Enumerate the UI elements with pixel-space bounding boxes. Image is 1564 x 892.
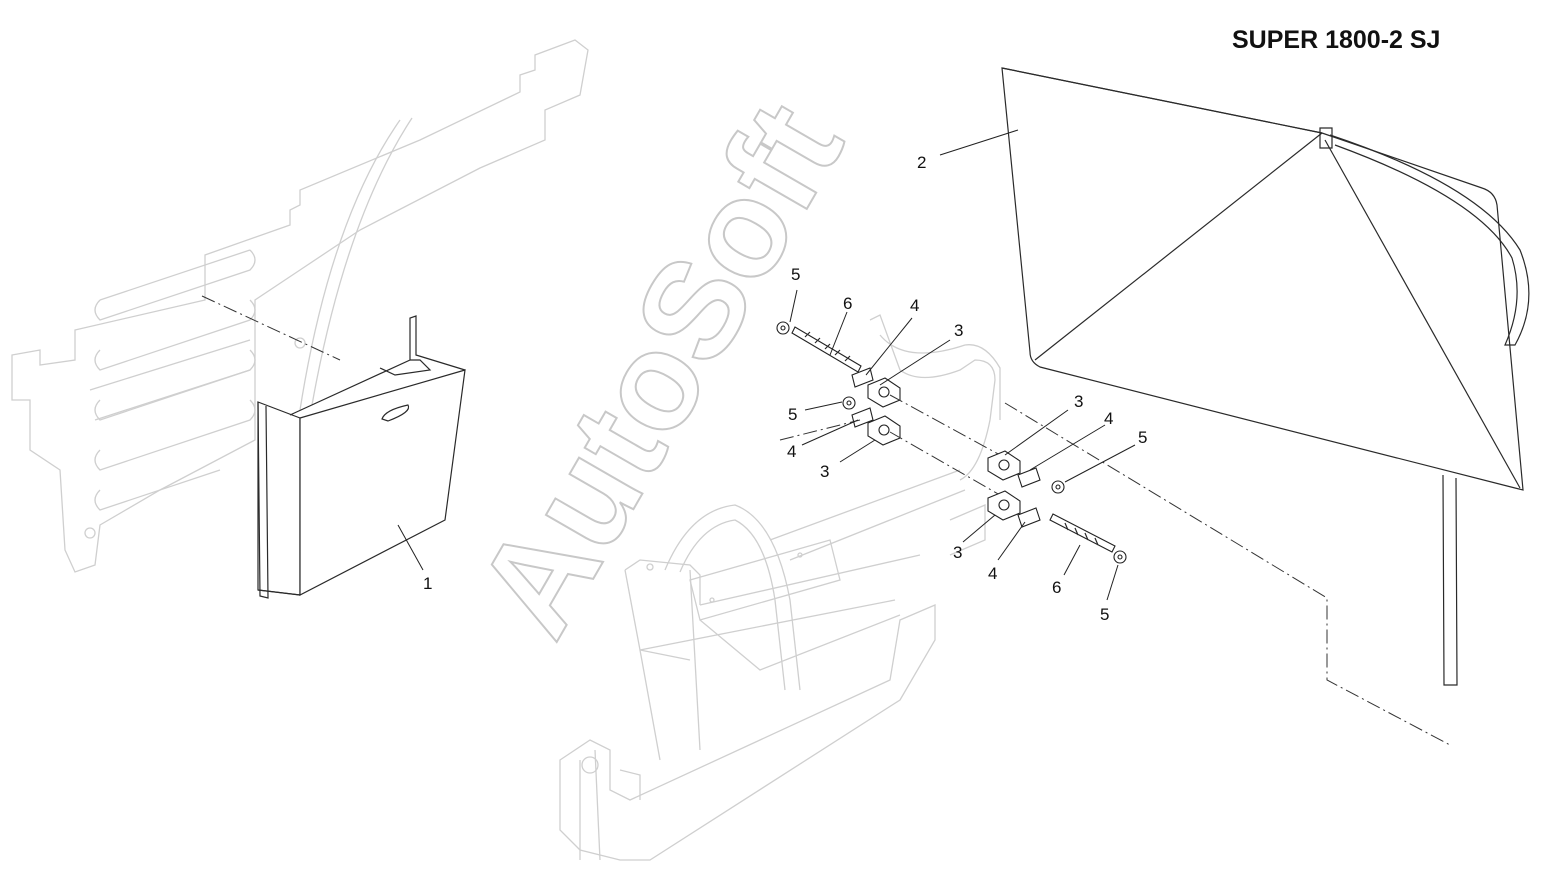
callout-4: 4 (910, 296, 919, 315)
hardware-right (987, 450, 1127, 564)
callout-3: 3 (953, 543, 962, 562)
callout-6: 6 (843, 294, 852, 313)
ghost-side-frame (11, 39, 589, 573)
watermark: AutoSoft (447, 78, 874, 661)
ghost-frame-assembly (559, 314, 1001, 861)
callout-3: 3 (954, 321, 963, 340)
leader-lines (397, 129, 1136, 601)
callout-1: 1 (423, 574, 432, 593)
callout-2: 2 (917, 153, 926, 172)
callout-5: 5 (1100, 605, 1109, 624)
callout-4: 4 (988, 564, 997, 583)
callout-5: 5 (1138, 428, 1147, 447)
svg-text:AutoSoft: AutoSoft (448, 79, 873, 660)
part-2-canopy (1001, 67, 1530, 686)
callout-3: 3 (820, 462, 829, 481)
model-title: SUPER 1800-2 SJ (1232, 26, 1441, 54)
centerline-1 (201, 295, 341, 361)
callout-labels: 1 2 5 6 4 3 5 4 3 3 4 5 3 4 6 5 (423, 153, 1147, 624)
hardware-left (776, 321, 1001, 496)
callout-5: 5 (791, 265, 800, 284)
callout-6: 6 (1052, 578, 1061, 597)
callout-3: 3 (1074, 392, 1083, 411)
callout-4: 4 (1104, 409, 1113, 428)
part-1-pocket (257, 315, 466, 599)
callout-5: 5 (788, 405, 797, 424)
callout-4: 4 (787, 442, 796, 461)
centerline-2 (1004, 402, 1451, 746)
